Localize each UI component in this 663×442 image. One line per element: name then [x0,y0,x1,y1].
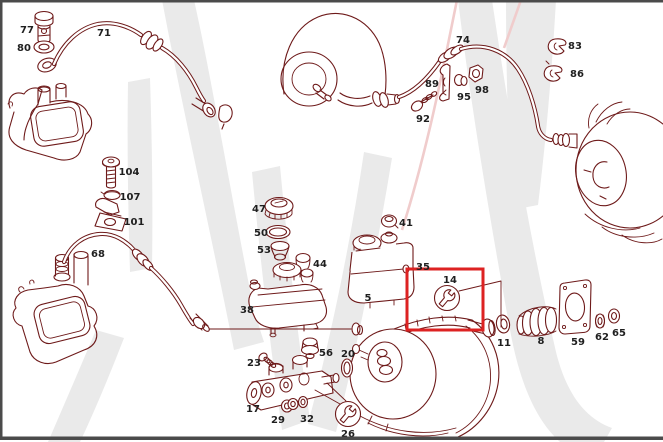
part-label-29: 29 [271,415,285,426]
part-label-50: 50 [254,228,268,239]
part-label-41: 41 [399,218,413,229]
wrench-icon [438,289,456,308]
hose-71-art [37,21,233,130]
part-label-101: 101 [124,217,145,228]
part-label-68: 68 [91,249,105,260]
part-label-86: 86 [570,69,584,80]
seal-ring-80-art [33,40,55,54]
booster-5-art [349,315,500,438]
service-wrench-symbol-26 [334,400,362,428]
master-cylinder-17-art [246,354,340,411]
part-label-98: 98 [475,85,489,96]
right-booster-art [575,101,663,244]
clip-86-art [543,60,563,82]
banjo-bolt-77-art [34,10,54,44]
grommet-95-art [453,73,468,87]
bushing-62-art [594,313,606,329]
frame-top [0,0,663,3]
part-label-17: 17 [246,404,260,415]
part-label-23: 23 [247,358,261,369]
part-label-95: 95 [457,92,471,103]
part-label-71: 71 [97,28,111,39]
part-label-62: 62 [595,332,609,343]
seal-32-art [297,395,309,409]
part-label-38: 38 [240,305,254,316]
part-label-65: 65 [612,328,626,339]
part-label-104: 104 [119,167,140,178]
part-label-14: 14 [443,275,457,286]
bolt-92-art [410,91,438,112]
service-wrench-symbol-14 [433,284,461,312]
part-label-53: 53 [257,245,271,256]
part-label-83: 83 [568,41,582,52]
part-label-11: 11 [497,338,511,349]
reservoir-cap-47-art [264,196,294,220]
part-label-74: 74 [456,35,470,46]
part-label-89: 89 [425,79,439,90]
reservoir-38-art [248,261,328,338]
gasket-plate-59-art [558,279,592,335]
watermark-pink-streak [502,0,523,49]
part-label-32: 32 [300,414,314,425]
grommet-65-art [607,308,621,324]
part-label-20: 20 [341,349,355,360]
grommets-44-art [295,252,314,283]
frame-bottom [0,436,663,440]
bolt-104-art [101,156,121,189]
clip-83-art [547,38,567,55]
part-label-56: 56 [319,348,333,359]
nut-98-art [468,64,484,83]
part-label-92: 92 [416,114,430,125]
part-label-107: 107 [120,192,141,203]
part-label-44: 44 [313,259,327,270]
leader-line-service-14 [458,280,502,328]
seal-50-art [265,224,291,240]
part-label-35: 35 [416,262,430,273]
washer-107-art [100,189,121,201]
hose-68-art [61,231,210,332]
bracket-101-art [94,197,127,232]
o-ring-20-art [340,358,354,378]
leader-lines-to-service-26 [314,382,347,405]
part-label-80: 80 [17,43,31,54]
part-label-59: 59 [571,337,585,348]
highlight-box[interactable] [405,267,485,332]
bracket-89-art [439,63,451,102]
intake-housing-upper-art [7,82,93,161]
frame-left [0,0,3,440]
watermark-pink-streak [400,0,459,231]
vacuum-pipe-74-art [396,44,578,149]
part-label-8: 8 [538,336,545,347]
wrench-icon [339,405,357,424]
intake-housing-lower-art [12,250,98,365]
part-label-5: 5 [365,293,372,304]
boot-8-art [516,306,558,337]
dual-reservoir-art [347,214,415,309]
turbo-housing-art [280,12,401,108]
part-label-77: 77 [20,25,34,36]
part-label-26: 26 [341,429,355,440]
part-label-47: 47 [252,204,266,215]
plug-23-art [258,352,277,369]
cap-56-art [300,337,320,360]
seals-29-art [280,397,299,413]
strainer-53-art [270,240,290,261]
